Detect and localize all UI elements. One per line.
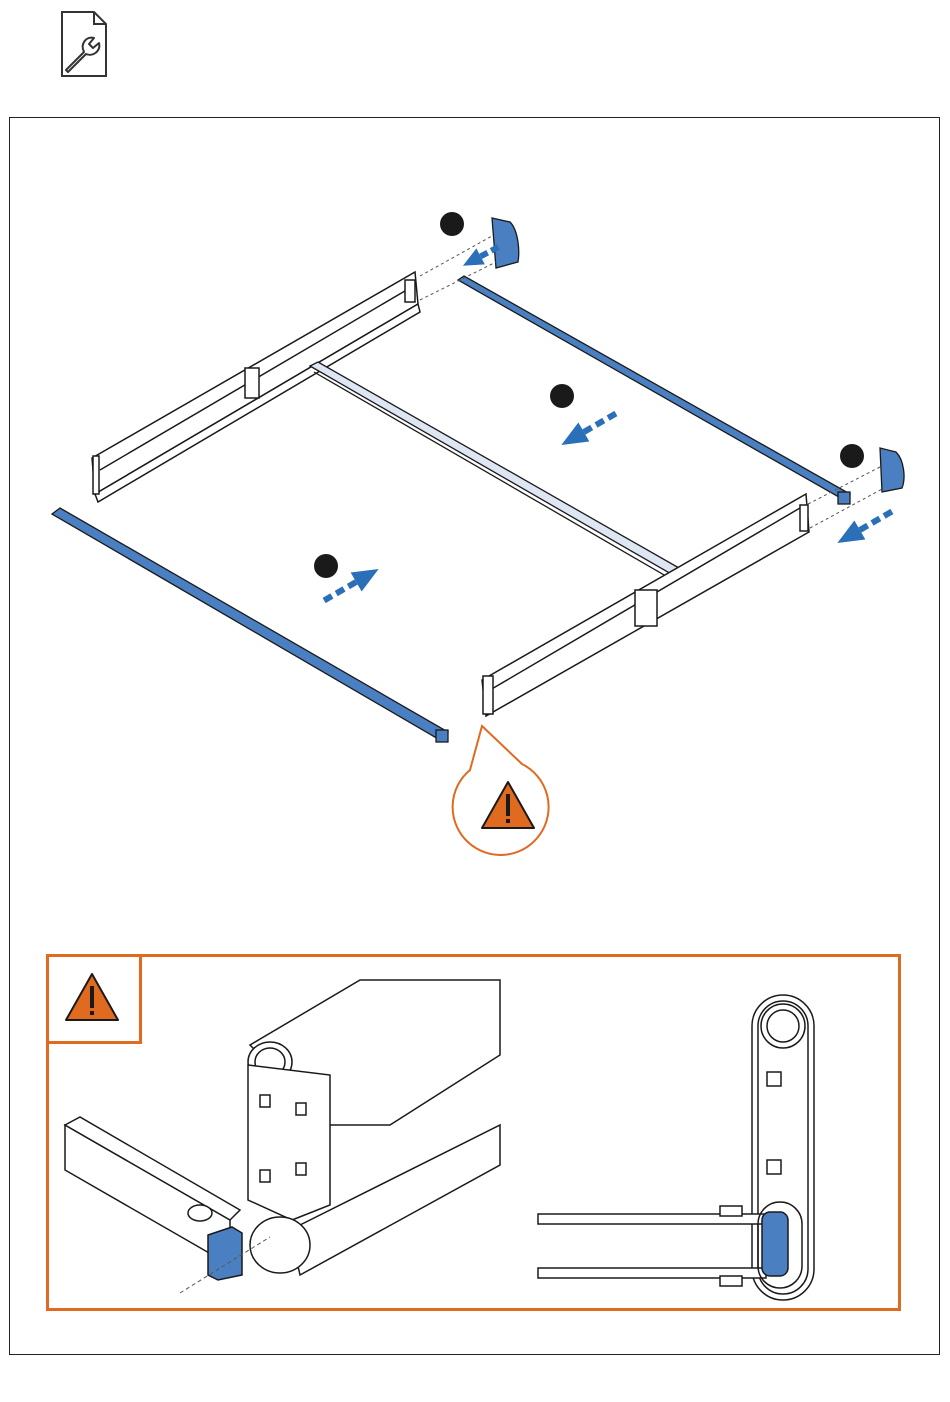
step-dot (840, 444, 864, 468)
end-cap-top (492, 218, 519, 268)
center-crossbar (310, 362, 700, 590)
side-rail-front (482, 494, 809, 716)
arrow-icon (556, 404, 622, 455)
end-cap-right (880, 448, 904, 492)
detail-side-view (530, 990, 830, 1310)
blue-rail-back (458, 276, 850, 504)
step-dot (314, 554, 338, 578)
warning-callout (453, 726, 549, 855)
detail-perspective-view (60, 975, 510, 1305)
step-dot (550, 384, 574, 408)
arrow-icon (832, 502, 898, 553)
side-rail-back (92, 272, 420, 502)
step-dot (440, 212, 464, 236)
blue-rail-front (52, 508, 448, 742)
